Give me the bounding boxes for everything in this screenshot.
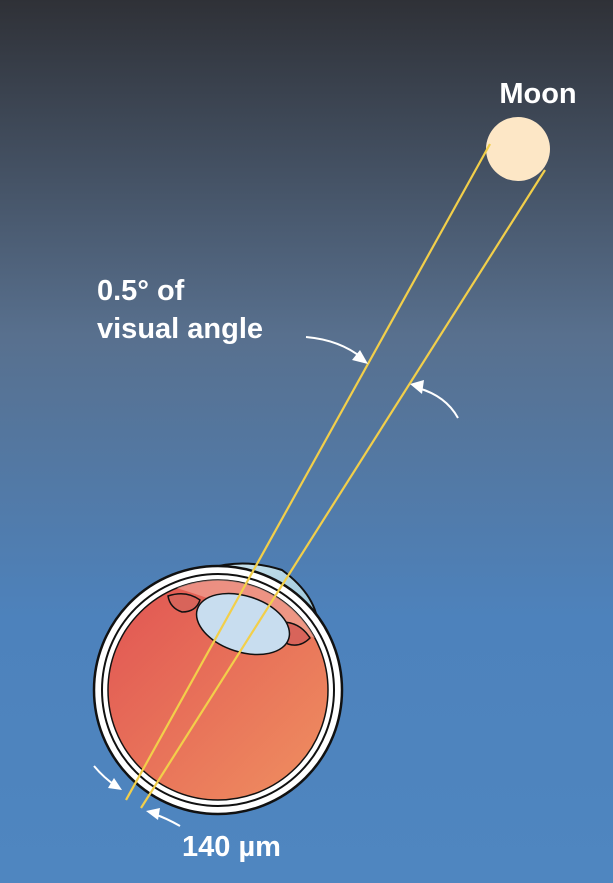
retina-size-label: 140 µm [182,831,281,863]
moon-label: Moon [499,78,576,110]
ray-upper [125,143,491,801]
moon-disc [486,117,550,181]
ray-lower [140,169,546,809]
angle-arrowhead-upper-icon [352,350,368,364]
visual-angle-label-line2: visual angle [97,313,263,345]
visual-angle-label-line1: 0.5° of [97,275,185,307]
retina-arrowhead-right-icon [146,808,160,820]
iris-left [167,593,201,613]
eye [92,562,344,816]
choroid-outline [101,573,335,807]
retina-arrowhead-left-icon [108,778,122,790]
angle-arrowhead-lower-icon [410,380,424,394]
